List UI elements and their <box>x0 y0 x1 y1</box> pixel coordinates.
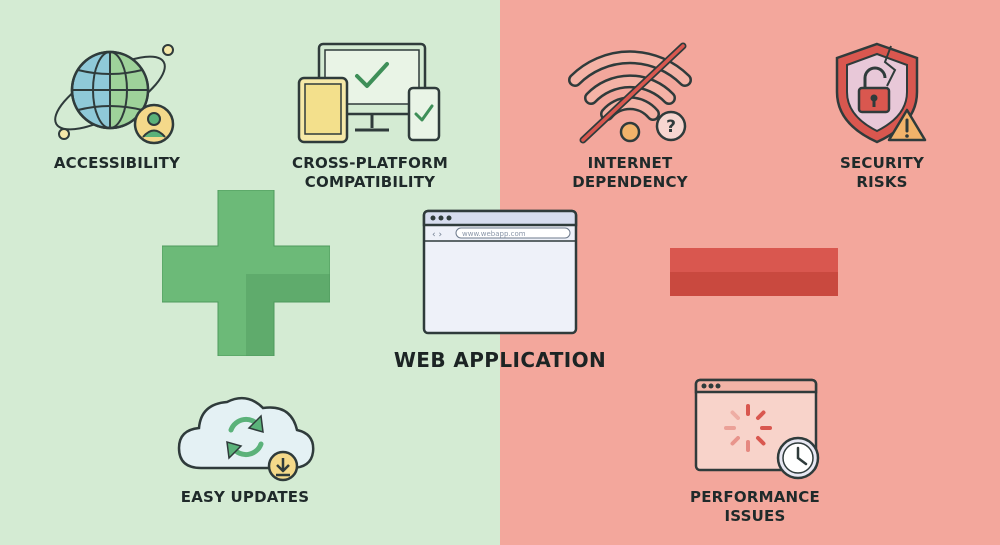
browser-url: www.webapp.com <box>462 230 526 238</box>
globe-user-icon <box>54 44 175 145</box>
cloud-sync-icon <box>177 396 314 482</box>
pro-easy-updates: EASY UPDATES <box>170 390 320 507</box>
svg-text:‹ ›: ‹ › <box>432 230 442 240</box>
slow-loading-icon <box>694 378 820 480</box>
pro-label: EASY UPDATES <box>180 488 310 506</box>
con-internet-dependency: ? INTERNET DEPENDENCY <box>560 40 700 192</box>
con-security-risks: SECURITY RISKS <box>812 40 952 192</box>
center-title: WEB APPLICATION <box>393 348 607 372</box>
svg-text:?: ? <box>666 117 676 137</box>
pro-accessibility: ACCESSIBILITY <box>47 38 187 173</box>
con-performance-issues: PERFORMANCE ISSUES <box>660 376 850 526</box>
broken-shield-icon <box>835 42 927 144</box>
pro-cross-platform: CROSS-PLATFORM COMPATIBILITY <box>290 40 450 192</box>
con-label: PERFORMANCE ISSUES <box>690 488 820 525</box>
pro-label: ACCESSIBILITY <box>53 154 181 172</box>
minus-icon <box>670 248 838 296</box>
no-wifi-icon: ? <box>568 42 692 144</box>
browser-window-icon: ‹ › www.webapp.com <box>422 209 578 335</box>
devices-check-icon <box>297 42 441 144</box>
con-label: SECURITY RISKS <box>839 154 925 191</box>
plus-icon <box>162 190 330 356</box>
con-label: INTERNET DEPENDENCY <box>572 154 688 191</box>
pro-label: CROSS-PLATFORM COMPATIBILITY <box>292 154 448 191</box>
